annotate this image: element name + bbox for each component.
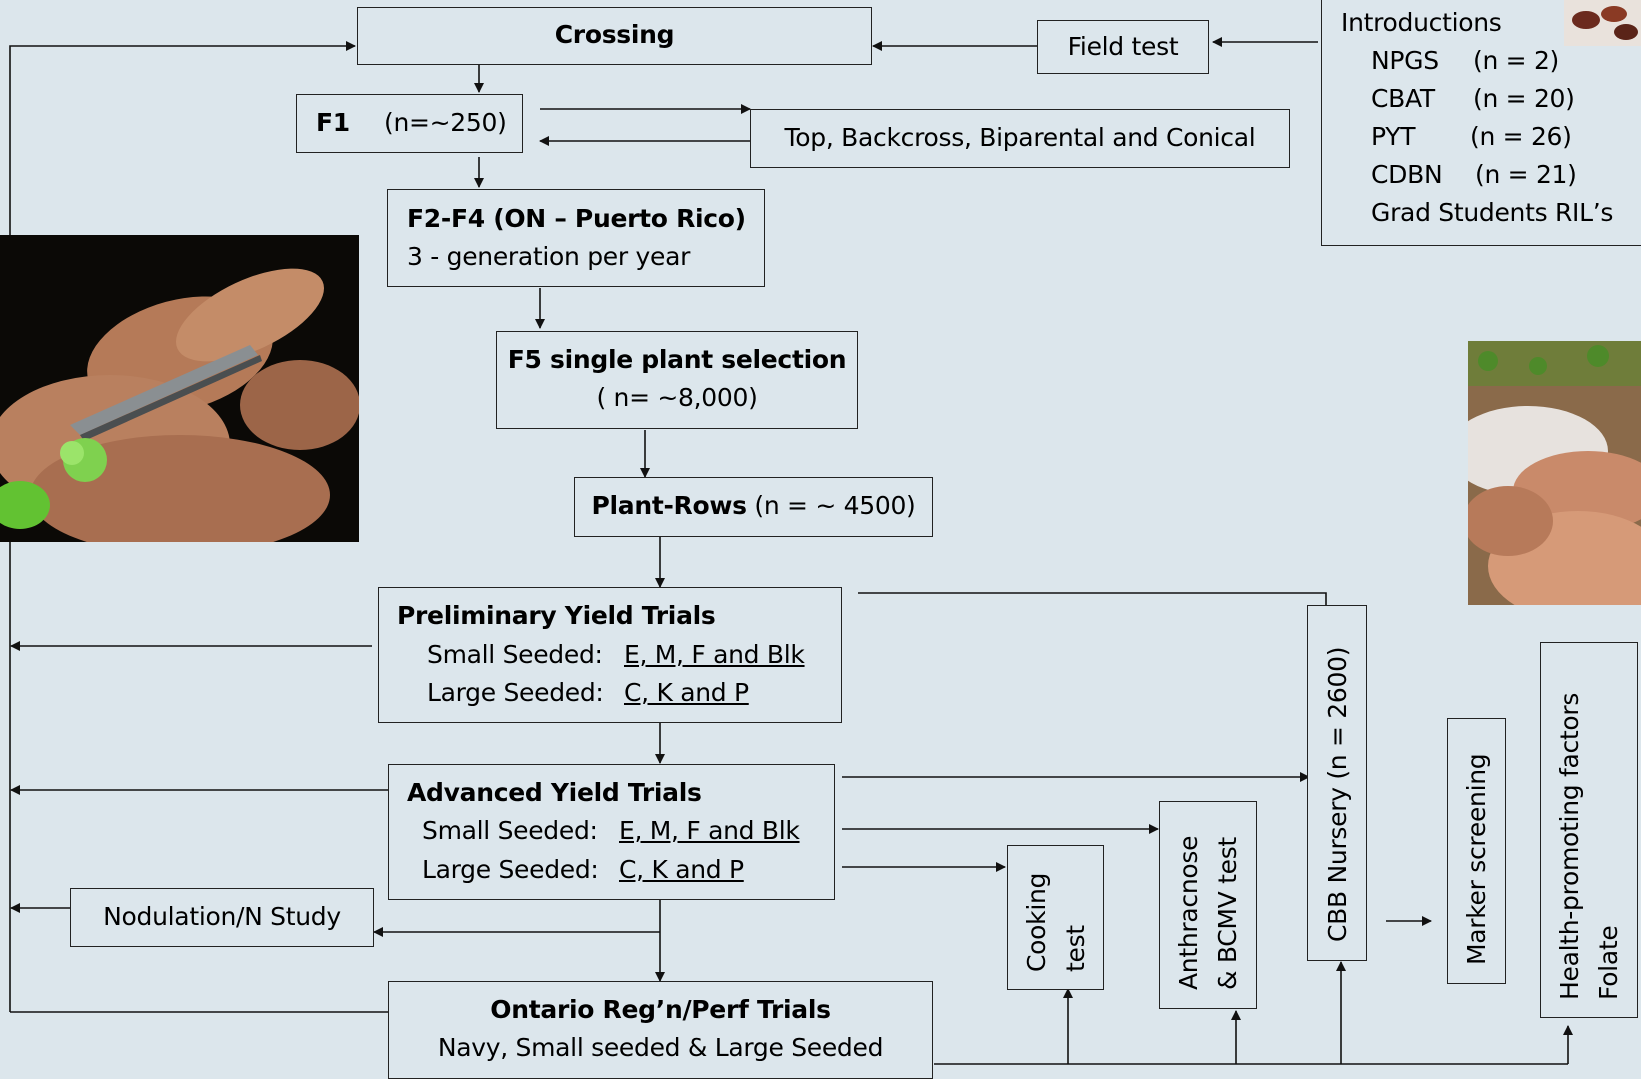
field-photo [1468,341,1641,605]
intro-n-cdbn: (n = 21) [1475,160,1577,189]
crossing-box [357,7,872,65]
ayt-large-label: Large Seeded: [422,855,599,884]
plant-rows-count: (n = ~ 4500) [754,491,916,520]
intro-name-npgs: NPGS [1371,46,1439,75]
f5-box [496,331,858,429]
plant-rows-text: Plant-Rows (n = ~ 4500) [574,491,933,521]
f1-box [296,94,523,153]
f5-title: F5 single plant selection [507,345,847,374]
ontario-title: Ontario Reg’n/Perf Trials [490,995,831,1024]
pyt-box [378,587,842,723]
introductions-title: Introductions [1341,8,1502,37]
intro-name-cdbn: CDBN [1371,160,1443,189]
anthracnose-label-line2: & BCMV test [1213,837,1242,990]
ayt-small-value: E, M, F and Blk [619,816,800,845]
seed-photo [1564,0,1641,46]
f2f4-subtitle: 3 - generation per year [407,242,691,271]
cooking-label-line1: Cooking [1022,872,1051,972]
crossing-photo [0,235,359,542]
f1-count: (n=~250) [384,108,507,137]
cross-types-label: Top, Backcross, Biparental and Conical [784,123,1256,152]
intro-name-pyt: PYT [1371,122,1416,151]
nodulation-label: Nodulation/N Study [103,902,341,931]
ontario-subtitle: Navy, Small seeded & Large Seeded [437,1033,884,1062]
pyt-small-label: Small Seeded: [427,640,603,669]
intro-n-pyt: (n = 26) [1470,122,1572,151]
health-factors-box [1540,642,1638,1018]
ayt-small-label: Small Seeded: [422,816,598,845]
intro-grad-students: Grad Students RIL’s [1371,198,1614,227]
nodulation-box [70,888,374,947]
anthracnose-label-line1: Anthracnose [1174,835,1203,990]
ontario-box [388,981,933,1079]
pyt-small-value: E, M, F and Blk [624,640,805,669]
left-feedback-line [9,41,356,1012]
pyt-large-value: C, K and P [624,678,749,707]
anthracnose-box [1159,801,1257,1009]
field-photo-image [1468,341,1641,605]
pyt-to-cbb-arrow [858,592,1331,633]
cbb-nursery-box [1307,605,1367,961]
plant-rows-label: Plant-Rows [591,491,747,520]
f2f4-box [387,189,765,287]
marker-screening-box [1447,718,1506,984]
pyt-title: Preliminary Yield Trials [397,601,716,630]
cbb-nursery-label: CBB Nursery (n = 2600) [1323,646,1352,942]
health-factors-label-line1: Health-promoting factors [1555,692,1584,1000]
seed-photo-image [1564,0,1641,46]
f2f4-title: F2-F4 (ON – Puerto Rico) [407,204,746,233]
f1-label: F1 [316,108,350,137]
f5-count: ( n= ~8,000) [596,383,758,412]
intro-n-cbat: (n = 20) [1473,84,1575,113]
cooking-box [1007,845,1104,990]
ayt-title: Advanced Yield Trials [407,778,702,807]
crossing-photo-image [0,235,359,542]
cooking-label-line2: test [1061,925,1090,972]
ayt-large-value: C, K and P [619,855,744,884]
pyt-large-label: Large Seeded: [427,678,604,707]
health-factors-label-line2: Folate [1594,925,1623,1000]
plant-rows-box [574,477,933,537]
intro-name-cbat: CBAT [1371,84,1435,113]
ayt-box [388,764,835,900]
field-test-box [1037,20,1209,74]
marker-screening-label: Marker screening [1462,753,1491,965]
field-test-label: Field test [1067,32,1179,61]
intro-n-npgs: (n = 2) [1473,46,1559,75]
crossing-label: Crossing [554,20,675,49]
cross-types-box [750,109,1290,168]
